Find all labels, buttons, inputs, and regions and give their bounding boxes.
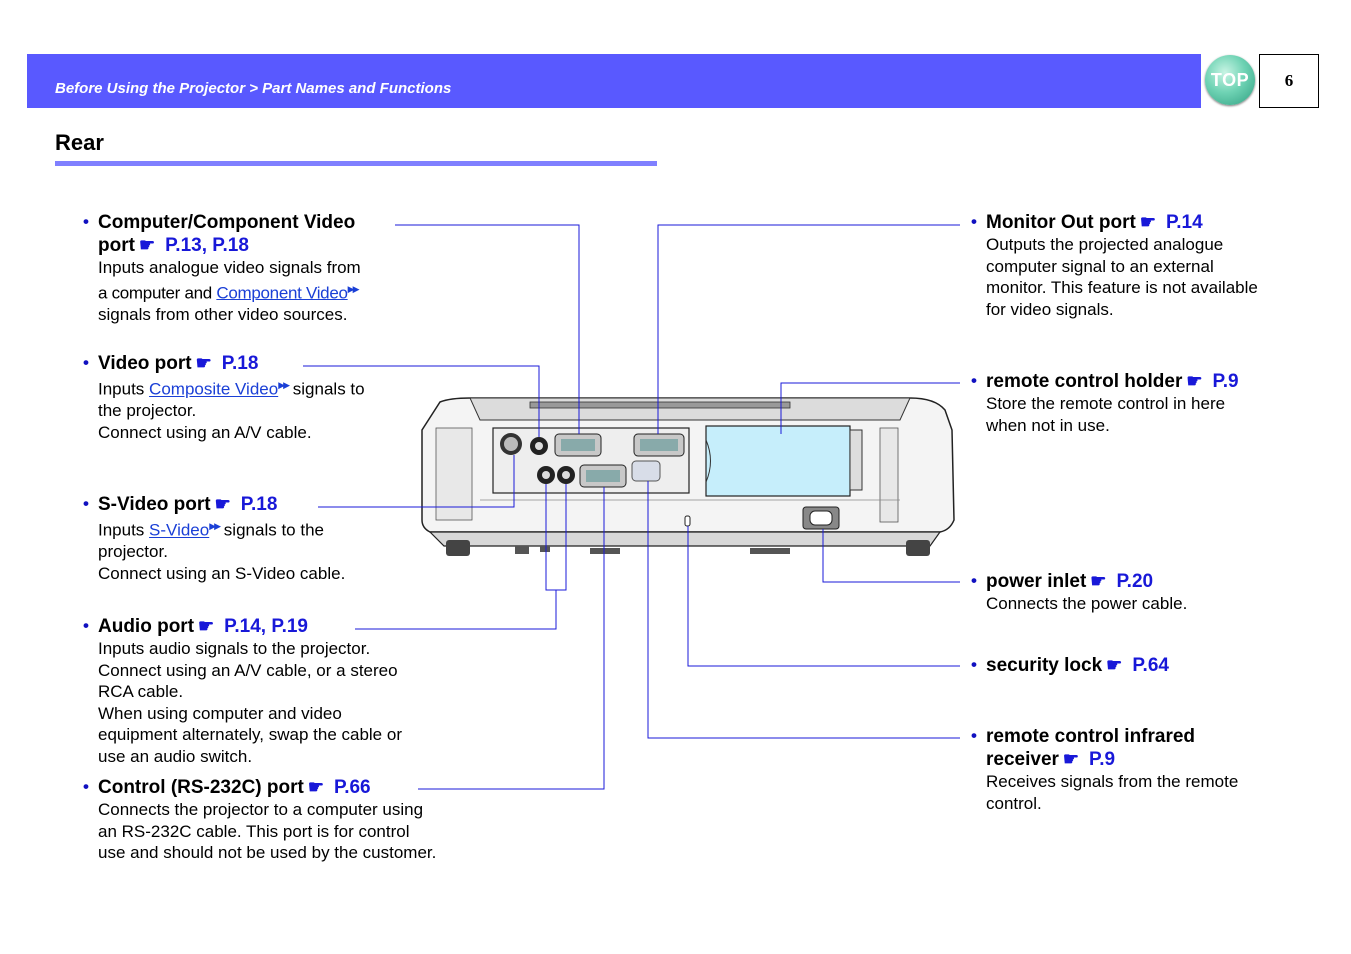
- item-title: Computer/Component Video: [98, 212, 356, 233]
- security-lock-item: • security lock☛P.64: [971, 655, 1169, 676]
- audio-port-item: • Audio port☛P.14, P.19 Inputs audio sig…: [83, 616, 402, 766]
- item-title: port: [98, 235, 135, 256]
- header-band: Before Using the Projector > Part Names …: [27, 54, 1201, 108]
- page-reference-link[interactable]: P.18: [221, 353, 259, 374]
- item-title: Audio port: [98, 616, 195, 637]
- power-inlet-item: • power inlet☛P.20 Connects the power ca…: [971, 571, 1188, 613]
- item-description: computer signal to an external: [986, 256, 1214, 276]
- item-description: monitor. This feature is not available: [986, 278, 1258, 297]
- page-reference-link[interactable]: P.64: [1132, 655, 1169, 676]
- computer-component-video-port-item: • Computer/Component Video port☛P.13, P.…: [83, 212, 361, 324]
- item-description: Inputs audio signals to the projector.: [98, 639, 371, 658]
- top-button[interactable]: TOP: [1205, 55, 1255, 105]
- item-title: power inlet: [986, 571, 1087, 592]
- page-reference-link[interactable]: P.14, P.19: [224, 616, 309, 637]
- item-description: Connects the power cable.: [986, 594, 1188, 613]
- page-reference-link[interactable]: P.20: [1116, 571, 1154, 592]
- item-description: Store the remote control in here: [986, 394, 1226, 413]
- item-description: when not in use.: [986, 415, 1110, 435]
- pointing-hand-icon: ☛: [307, 777, 324, 797]
- item-description: Connect using an A/V cable, or a stereo: [98, 660, 398, 680]
- item-title: S-Video port: [98, 494, 211, 515]
- item-description: Connects the projector to a computer usi…: [98, 800, 424, 819]
- page-number: 6: [1259, 54, 1319, 108]
- item-description: RCA cable.: [98, 682, 184, 701]
- item-title: remote control infrared: [986, 726, 1196, 747]
- glossary-link[interactable]: Composite Video: [149, 379, 279, 399]
- item-title: remote control holder: [986, 371, 1183, 392]
- page-reference-link[interactable]: P.66: [333, 777, 371, 798]
- glossary-link[interactable]: S-Video: [149, 520, 210, 540]
- item-title: security lock: [986, 655, 1103, 676]
- pointing-hand-icon: ☛: [1139, 212, 1156, 232]
- callout-lines: [303, 224, 960, 790]
- page-reference-link[interactable]: P.9: [1212, 371, 1239, 392]
- item-title: Monitor Out port: [986, 212, 1136, 233]
- pointing-hand-icon: ☛: [198, 616, 215, 636]
- item-description: projector.: [98, 542, 168, 562]
- item-title: receiver: [986, 749, 1059, 770]
- remote-control-holder-item: • remote control holder☛P.9 Store the re…: [971, 371, 1239, 435]
- pointing-hand-icon: ☛: [138, 235, 156, 255]
- item-description: Receives signals from the remote: [986, 772, 1239, 791]
- item-description: an RS-232C cable. This port is for contr…: [98, 821, 410, 841]
- glossary-link[interactable]: Component Video: [216, 283, 348, 303]
- item-description: signals to the: [219, 520, 324, 540]
- item-title: Control (RS-232C) port: [98, 777, 304, 798]
- pointing-hand-icon: ☛: [1062, 749, 1080, 769]
- page-reference-link[interactable]: P.13, P.18: [165, 235, 249, 256]
- s-video-port-item: • S-Video port☛P.18 Inputs S-Video▶▶ sig…: [83, 494, 346, 583]
- pointing-hand-icon: ☛: [1186, 371, 1203, 391]
- item-description: use an audio switch.: [98, 746, 253, 766]
- item-description: Inputs analogue video signals from: [98, 258, 361, 277]
- pointing-hand-icon: ☛: [1106, 655, 1123, 675]
- item-description: Connect using an A/V cable.: [98, 422, 312, 442]
- item-description: Inputs: [98, 379, 150, 399]
- item-description: Connect using an S-Video cable.: [98, 563, 346, 583]
- control-rs232c-port-item: • Control (RS-232C) port☛P.66 Connects t…: [83, 777, 437, 862]
- double-arrow-icon: ▶▶: [209, 521, 221, 531]
- item-description: for video signals.: [986, 299, 1114, 319]
- item-description: Outputs the projected analogue: [986, 235, 1224, 254]
- item-description: use and should not be used by the custom…: [98, 843, 437, 862]
- item-description: When using computer and video: [98, 703, 342, 723]
- pointing-hand-icon: ☛: [1090, 571, 1107, 591]
- item-description: signals to: [288, 379, 365, 399]
- title-underline: [55, 161, 657, 166]
- item-description: equipment alternately, swap the cable or: [98, 725, 402, 744]
- item-description: the projector.: [98, 401, 197, 421]
- item-description: Inputs: [98, 520, 150, 540]
- page-reference-link[interactable]: P.14: [1166, 212, 1203, 233]
- pointing-hand-icon: ☛: [214, 494, 231, 514]
- pointing-hand-icon: ☛: [195, 353, 212, 373]
- page-reference-link[interactable]: P.18: [240, 494, 278, 515]
- page-reference-link[interactable]: P.9: [1089, 749, 1116, 770]
- item-description: signals from other video sources.: [98, 304, 348, 324]
- item-description: control.: [986, 793, 1042, 813]
- double-arrow-icon: ▶▶: [278, 380, 290, 390]
- remote-infrared-receiver-item: • remote control infrared receiver☛P.9 R…: [971, 726, 1239, 813]
- breadcrumb[interactable]: Before Using the Projector > Part Names …: [55, 80, 452, 97]
- item-title: Video port: [98, 353, 192, 374]
- section-title: Rear: [55, 130, 104, 155]
- projector-illustration: [421, 397, 955, 556]
- video-port-item: • Video port☛P.18 Inputs Composite Video…: [83, 353, 365, 442]
- double-arrow-icon: ▶▶: [347, 283, 360, 294]
- item-description: a computer and: [98, 283, 217, 303]
- monitor-out-port-item: • Monitor Out port☛P.14 Outputs the proj…: [971, 212, 1258, 319]
